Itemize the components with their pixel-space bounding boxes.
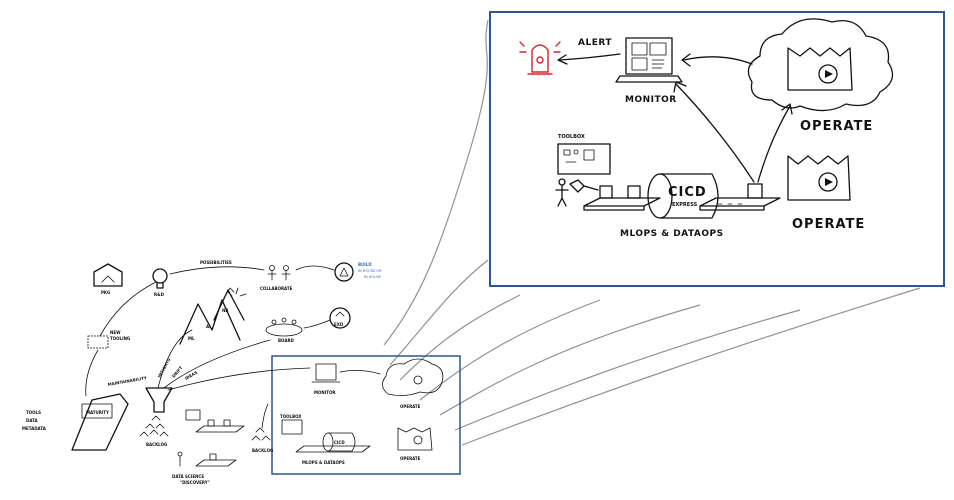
belt-to-cloud-arrow: [757, 105, 791, 183]
maturity-label: MATURITY: [86, 410, 109, 415]
metadata-label: METADATA: [22, 426, 47, 431]
cicd-label: CICD: [668, 185, 707, 200]
backlog2-label: BACKLOG: [252, 448, 273, 453]
express-label: EXPRESS: [672, 202, 698, 208]
cloud-icon: [747, 18, 894, 112]
overview-mlops-label: MLOPS & DATAOPS: [302, 460, 345, 465]
overview-cicd-label: CICD: [334, 440, 345, 445]
ai-label: AI: [206, 324, 211, 329]
data-label: DATA: [26, 418, 39, 423]
monitor-laptop-icon: [615, 37, 683, 83]
tools-label: TOOLS: [26, 410, 41, 415]
overview-cicd-icon: [295, 432, 371, 453]
drift-label: DRIFT: [171, 365, 184, 379]
build-line2-label: IN HOUSE OR: [358, 269, 382, 273]
exd-label: EXD: [334, 322, 344, 327]
operate-factory-label: OPERATE: [792, 217, 865, 232]
alert-bell-icon: [519, 41, 561, 75]
collaborate-people-icon: [267, 265, 291, 281]
overview-toolbox-label: TOOLBOX: [280, 414, 301, 419]
nr-label: NR: [222, 308, 228, 313]
discovery-label: "DISCOVERY": [180, 480, 210, 485]
mlops-dataops-label: MLOPS & DATAOPS: [620, 229, 724, 239]
possibilities-label: POSSIBILITIES: [200, 260, 232, 265]
zoom-connector-lines: [383, 19, 921, 446]
cloud-to-monitor-arrow: [683, 56, 753, 65]
factory-icon: [787, 155, 851, 201]
overview-zoom-frame: [271, 355, 461, 475]
operate-cloud-label: OPERATE: [800, 119, 873, 134]
insights-label: INSIGHTS: [157, 357, 172, 378]
ieee-circle-icon: [334, 262, 354, 282]
backlog-pile-icon: [139, 415, 169, 437]
maintainability-label: MAINTAINABILITY: [107, 375, 147, 387]
toolbox-label: TOOLBOX: [558, 134, 585, 140]
overview-factory-icon: [397, 427, 433, 451]
pkg-label: PKG: [101, 290, 110, 295]
cicd-express-tunnel: [647, 173, 719, 219]
new-tooling-box: [87, 335, 109, 349]
overview-conveyor-bottom: [177, 451, 237, 467]
build-label: BUILD: [358, 262, 372, 267]
ideas-label: IDEAS: [184, 370, 198, 381]
backlog2-pile-icon: [251, 427, 271, 441]
funnel-icon: [145, 387, 173, 413]
overview-monitor-label: MONITOR: [314, 390, 335, 395]
new-tooling-label2: TOOLING: [110, 336, 130, 341]
ai-ml-mountains-icon: [179, 287, 245, 345]
collaborate-label: COLLABORATE: [260, 286, 293, 291]
toolbox-board-icon: [557, 143, 611, 175]
alert-arrow: [559, 53, 621, 61]
ml-label: ML: [188, 336, 195, 341]
board-people-icon: [265, 317, 303, 337]
overview-cloud-icon: [382, 358, 444, 396]
overview-operate-factory-label: OPERATE: [400, 456, 421, 461]
data-science-label: DATA SCIENCE: [172, 474, 204, 479]
overview-monitor-icon: [311, 363, 341, 383]
belt-to-monitor-arrow: [675, 83, 755, 183]
backlog-label: BACKLOG: [146, 442, 167, 447]
maturity-arrow-icon: [71, 393, 129, 451]
monitor-label: MONITOR: [625, 95, 677, 105]
board-label: BOARD: [278, 338, 295, 343]
rnd-label: R&D: [154, 292, 165, 297]
rnd-lightbulb-icon: [152, 268, 168, 289]
alert-label: ALERT: [578, 38, 612, 48]
overview-conveyor-top: [185, 409, 245, 433]
zoom-frame: [489, 11, 945, 287]
overview-operate-cloud-label: OPERATE: [400, 404, 421, 409]
pkg-house-icon: [93, 263, 123, 287]
build-line3-label: IN HOUSE: [364, 275, 381, 279]
conveyor-belt: [583, 183, 781, 211]
overview-toolbox-icon: [281, 419, 303, 435]
exd-circle-icon: [329, 307, 351, 329]
new-tooling-label: NEW: [110, 330, 121, 335]
